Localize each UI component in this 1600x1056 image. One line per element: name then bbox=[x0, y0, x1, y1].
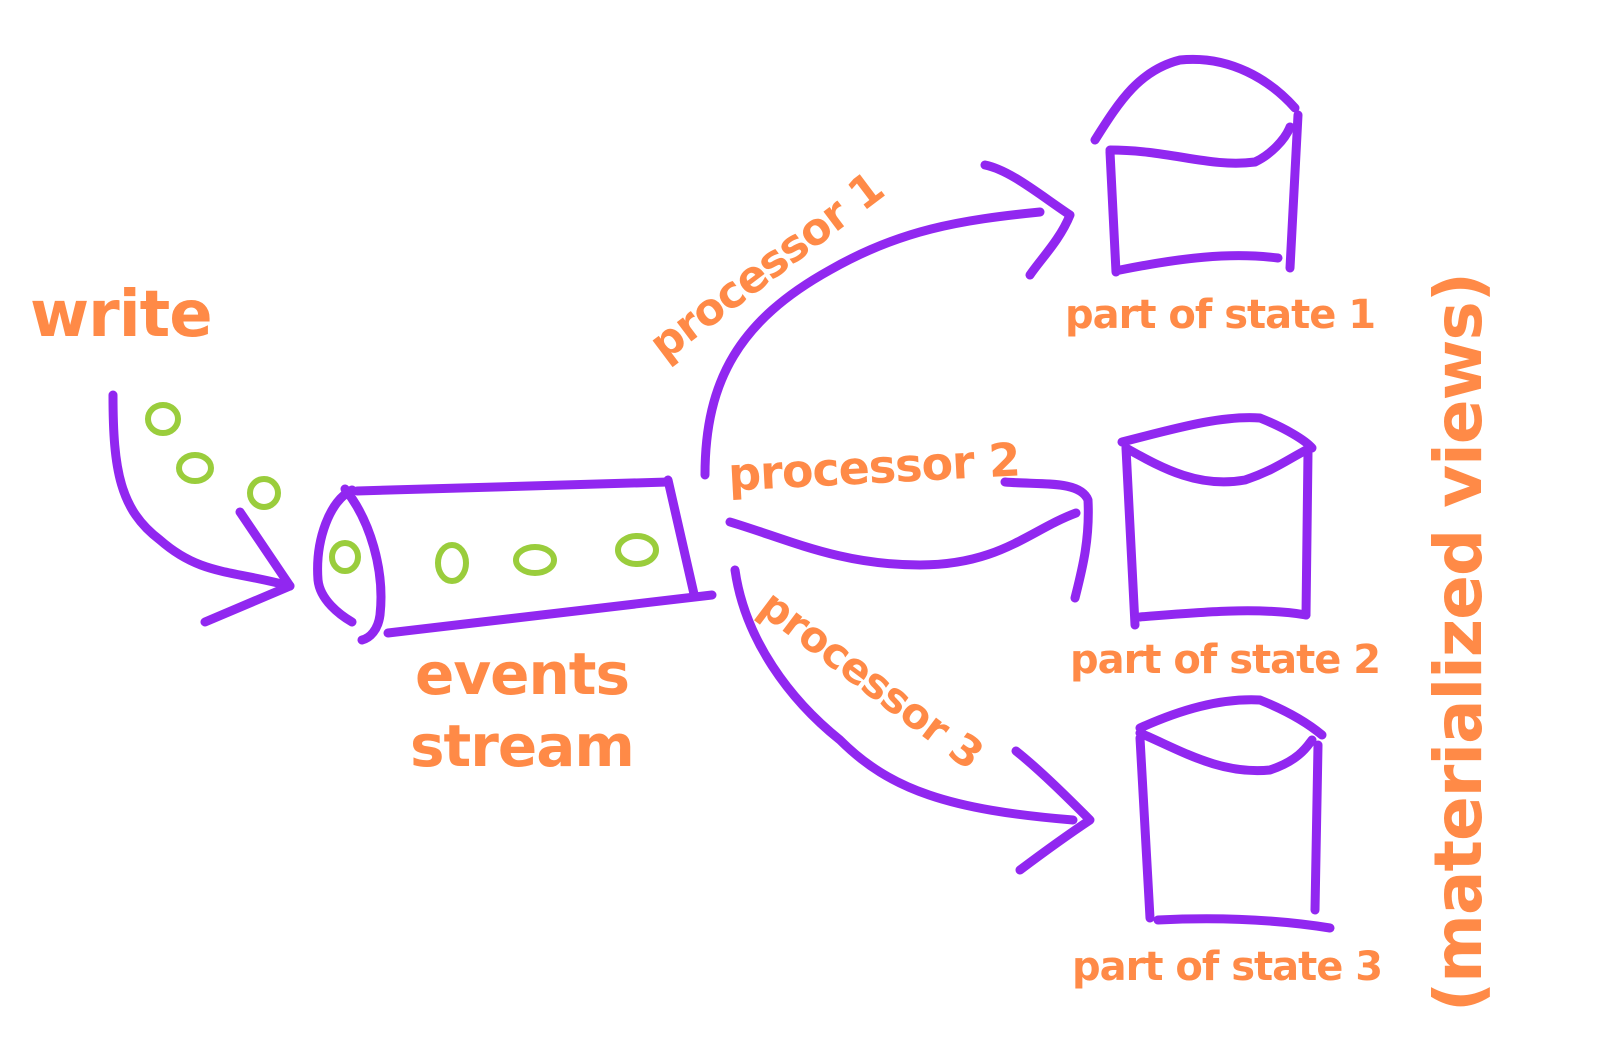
stream-event-dot bbox=[435, 542, 469, 584]
state-3-container bbox=[1135, 695, 1335, 933]
state-2-label: part of state 2 bbox=[1070, 637, 1381, 683]
events-stream-label-line2: stream bbox=[410, 712, 635, 780]
processor-1-arrowhead bbox=[980, 160, 1075, 280]
state-1-label: part of state 1 bbox=[1065, 292, 1376, 338]
write-label: write bbox=[30, 278, 213, 352]
state-1-container bbox=[1090, 54, 1303, 277]
processor-1-arrow bbox=[700, 207, 1045, 480]
stream-event-dot bbox=[329, 540, 361, 574]
events-stream-cylinder bbox=[313, 475, 717, 645]
state-3-label: part of state 3 bbox=[1072, 944, 1383, 990]
processor-3-arrow bbox=[730, 565, 1078, 825]
events-stream-label-line1: events bbox=[415, 640, 630, 708]
incoming-event-dot bbox=[247, 476, 281, 510]
stream-event-dot bbox=[615, 533, 659, 567]
materialized-views-label: (materialized views) bbox=[1420, 273, 1497, 1012]
write-arrow bbox=[108, 390, 295, 591]
incoming-event-dot bbox=[145, 402, 181, 436]
stream-event-dot bbox=[513, 544, 557, 576]
processor-3-arrowhead bbox=[1011, 746, 1095, 875]
incoming-event-dot bbox=[176, 452, 214, 484]
state-2-container bbox=[1117, 413, 1317, 630]
processor-2-arrow bbox=[725, 508, 1081, 570]
write-arrowhead bbox=[200, 507, 295, 627]
processor-2-arrowhead bbox=[1000, 477, 1093, 603]
